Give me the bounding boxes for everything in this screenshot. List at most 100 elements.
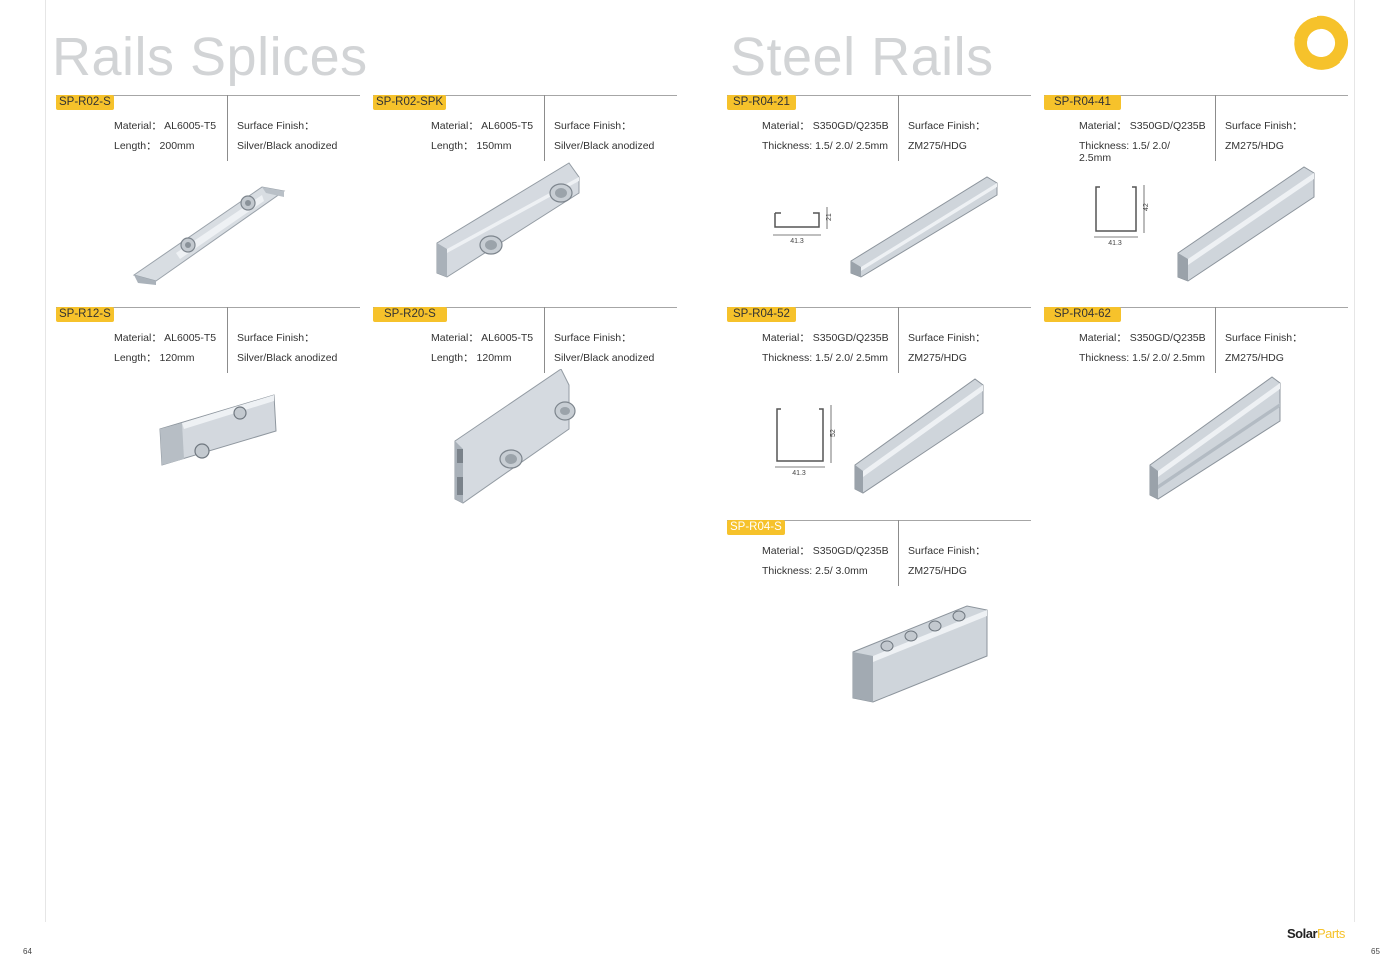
spec-left: Material： AL6005-T5 Length： 120mm xyxy=(431,328,543,368)
surface-finish-label: Surface Finish： xyxy=(908,332,986,344)
spec-right: Surface Finish： ZM275/HDG xyxy=(908,328,1028,368)
surface-finish-value: Silver/Black anodized xyxy=(237,140,338,152)
material-spec: Material： AL6005-T5 xyxy=(114,332,217,344)
product-code-badge: SP-R02-S xyxy=(56,95,114,110)
card-rule xyxy=(373,95,677,96)
product-code-badge: SP-R04-S xyxy=(727,520,785,535)
thickness-spec-continued: 2.5mm xyxy=(1079,152,1112,164)
surface-finish-value: ZM275/HDG xyxy=(1225,140,1284,152)
card-rule xyxy=(727,95,1031,96)
spec-left: Material： AL6005-T5 Length： 200mm xyxy=(114,116,226,156)
card-rule xyxy=(1044,307,1348,308)
spec-left: Material： S350GD/Q235B Thickness: 1.5/ 2… xyxy=(1079,116,1215,164)
spec-left: Material： S350GD/Q235B Thickness: 2.5/ 3… xyxy=(762,541,898,581)
surface-finish-value: Silver/Black anodized xyxy=(554,140,655,152)
left-page-rule xyxy=(45,0,46,922)
length-spec: Length： 120mm xyxy=(114,352,195,364)
length-spec: Length： 120mm xyxy=(431,352,512,364)
material-spec: Material： S350GD/Q235B xyxy=(1079,332,1206,344)
product-image-sp-r04-41: 41.3 42 xyxy=(1094,166,1315,282)
spec-divider xyxy=(544,307,545,373)
steel-rails-title: Steel Rails xyxy=(730,27,994,87)
product-code-badge: SP-R02-SPK xyxy=(373,95,447,110)
spec-right: Surface Finish： Silver/Black anodized xyxy=(237,116,357,156)
surface-finish-label: Surface Finish： xyxy=(908,120,986,132)
surface-finish-label: Surface Finish： xyxy=(1225,332,1303,344)
material-spec: Material： S350GD/Q235B xyxy=(762,120,889,132)
spec-divider xyxy=(898,95,899,161)
spec-divider xyxy=(544,95,545,161)
spec-divider xyxy=(227,95,228,161)
spec-left: Material： AL6005-T5 Length： 120mm xyxy=(114,328,226,368)
thickness-spec: Thickness: 1.5/ 2.0/ 2.5mm xyxy=(762,352,889,364)
page-number-right: 65 xyxy=(1371,947,1380,956)
spec-right: Surface Finish： ZM275/HDG xyxy=(1225,116,1345,156)
spec-right: Surface Finish： ZM275/HDG xyxy=(1225,328,1345,368)
height-dimension-label: 52 xyxy=(830,429,837,437)
surface-finish-value: ZM275/HDG xyxy=(908,352,967,364)
surface-finish-label: Surface Finish： xyxy=(237,332,315,344)
surface-finish-value: Silver/Black anodized xyxy=(554,352,655,364)
product-image-sp-r04-62 xyxy=(1149,376,1281,500)
material-spec: Material： S350GD/Q235B xyxy=(762,332,889,344)
card-rule xyxy=(373,307,677,308)
product-image-sp-r04-52: 41.3 52 xyxy=(775,378,984,494)
spec-divider xyxy=(227,307,228,373)
spec-right: Surface Finish： Silver/Black anodized xyxy=(554,328,674,368)
surface-finish-value: ZM275/HDG xyxy=(1225,352,1284,364)
width-dimension-label: 41.3 xyxy=(1108,240,1122,247)
product-image-sp-r04-21: 41.3 21 xyxy=(773,176,998,278)
spec-right: Surface Finish： Silver/Black anodized xyxy=(237,328,357,368)
thickness-spec: Thickness: 1.5/ 2.0/ xyxy=(1079,140,1171,152)
material-spec: Material： S350GD/Q235B xyxy=(762,545,889,557)
card-rule xyxy=(727,520,1031,521)
card-rule xyxy=(56,307,360,308)
surface-finish-value: Silver/Black anodized xyxy=(237,352,338,364)
card-rule xyxy=(727,307,1031,308)
product-image-sp-r04-s xyxy=(852,605,988,703)
width-dimension-label: 41.3 xyxy=(790,238,804,245)
brand-parts: Parts xyxy=(1317,926,1345,941)
surface-finish-label: Surface Finish： xyxy=(908,545,986,557)
spec-divider xyxy=(898,307,899,373)
spec-right: Surface Finish： ZM275/HDG xyxy=(908,541,1028,581)
surface-finish-label: Surface Finish： xyxy=(554,120,632,132)
solarparts-brand: SolarParts xyxy=(1287,926,1345,941)
product-image-sp-r02-s xyxy=(132,186,286,285)
surface-finish-value: ZM275/HDG xyxy=(908,140,967,152)
spec-divider xyxy=(1215,95,1216,161)
product-image-sp-r20-s xyxy=(454,369,576,504)
spec-divider xyxy=(1215,307,1216,373)
product-code-badge: SP-R04-62 xyxy=(1044,307,1121,322)
product-code-badge: SP-R04-41 xyxy=(1044,95,1121,110)
length-spec: Length： 200mm xyxy=(114,140,195,152)
material-spec: Material： AL6005-T5 xyxy=(431,120,534,132)
thickness-spec: Thickness: 2.5/ 3.0mm xyxy=(762,565,868,577)
spec-right: Surface Finish： ZM275/HDG xyxy=(908,116,1028,156)
rails-splices-title: Rails Splices xyxy=(52,27,368,87)
product-code-badge: SP-R04-21 xyxy=(727,95,796,110)
length-spec: Length： 150mm xyxy=(431,140,512,152)
product-code-badge: SP-R20-S xyxy=(373,307,447,322)
thickness-spec: Thickness: 1.5/ 2.0/ 2.5mm xyxy=(762,140,889,152)
height-dimension-label: 21 xyxy=(826,213,833,221)
surface-finish-label: Surface Finish： xyxy=(554,332,632,344)
product-code-badge: SP-R12-S xyxy=(56,307,114,322)
surface-finish-label: Surface Finish： xyxy=(1225,120,1303,132)
product-code-badge: SP-R04-52 xyxy=(727,307,796,322)
surface-finish-value: ZM275/HDG xyxy=(908,565,967,577)
brand-solar: Solar xyxy=(1287,926,1318,941)
surface-finish-label: Surface Finish： xyxy=(237,120,315,132)
product-image-sp-r02-spk xyxy=(436,162,580,278)
height-dimension-label: 42 xyxy=(1143,203,1150,211)
spec-right: Surface Finish： Silver/Black anodized xyxy=(554,116,674,156)
material-spec: Material： S350GD/Q235B xyxy=(1079,120,1206,132)
spec-left: Material： S350GD/Q235B Thickness: 1.5/ 2… xyxy=(1079,328,1215,368)
material-spec: Material： AL6005-T5 xyxy=(431,332,534,344)
material-spec: Material： AL6005-T5 xyxy=(114,120,217,132)
spec-left: Material： S350GD/Q235B Thickness: 1.5/ 2… xyxy=(762,328,898,368)
width-dimension-label: 41.3 xyxy=(792,470,806,477)
spec-left: Material： S350GD/Q235B Thickness: 1.5/ 2… xyxy=(762,116,898,156)
card-rule xyxy=(1044,95,1348,96)
spec-left: Material： AL6005-T5 Length： 150mm xyxy=(431,116,543,156)
